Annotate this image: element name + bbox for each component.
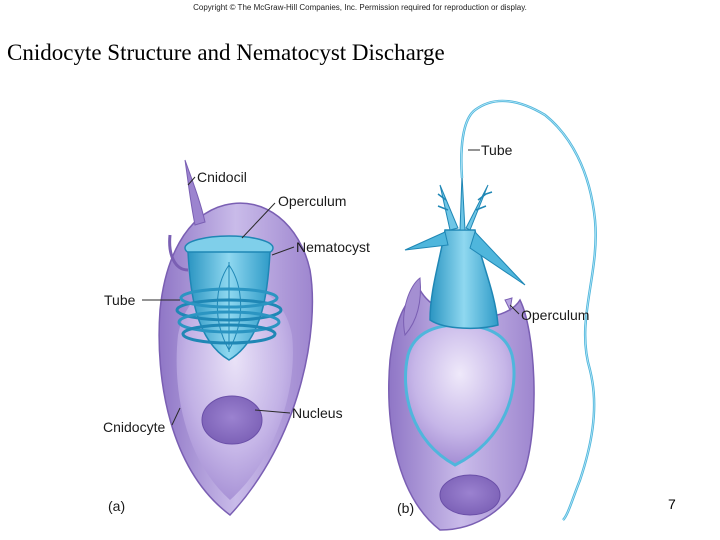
- label-tube-a: Tube: [104, 292, 136, 308]
- panel-label-a: (a): [108, 498, 125, 514]
- label-nematocyst: Nematocyst: [296, 239, 370, 255]
- label-operculum-a: Operculum: [278, 193, 346, 209]
- panel-label-b: (b): [397, 500, 414, 516]
- label-tube-b: Tube: [481, 142, 513, 158]
- slide-title: Cnidocyte Structure and Nematocyst Disch…: [7, 40, 445, 65]
- page-number: 7: [668, 496, 676, 512]
- label-cnidocyte: Cnidocyte: [103, 419, 165, 435]
- label-nucleus: Nucleus: [292, 405, 343, 421]
- leader-lines-a: [142, 176, 295, 426]
- label-operculum-b: Operculum: [521, 307, 589, 323]
- label-cnidocil: Cnidocil: [197, 169, 247, 185]
- leader-lines-b: [468, 149, 520, 315]
- cnidocyte-a: [158, 159, 314, 517]
- copyright-notice: Copyright © The McGraw-Hill Companies, I…: [193, 3, 527, 12]
- cnidocyte-b: [388, 99, 597, 531]
